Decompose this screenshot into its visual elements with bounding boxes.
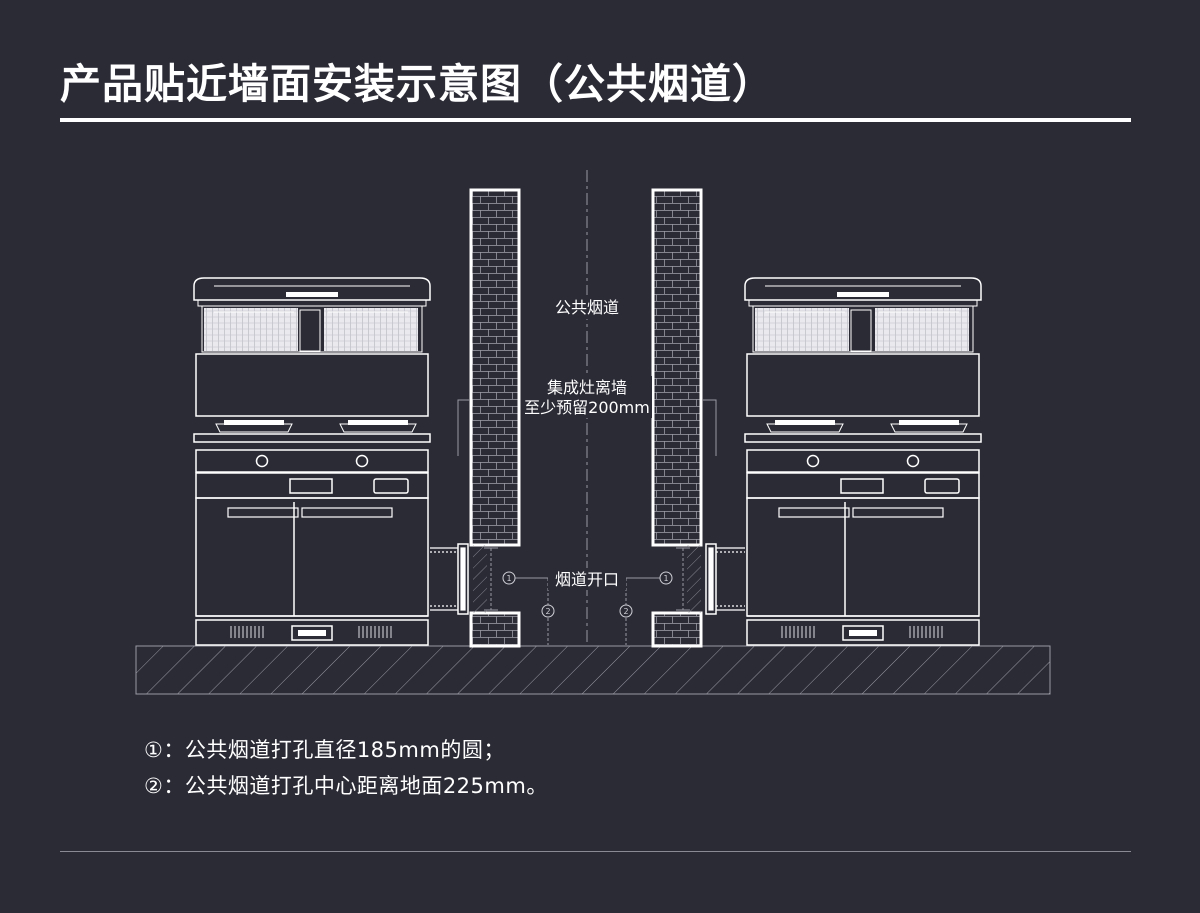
marker-1-left: 1 <box>502 571 516 585</box>
svg-text:1: 1 <box>506 574 511 583</box>
floor <box>135 645 1051 695</box>
left-flue-wall <box>469 188 521 648</box>
flue-label: 公共烟道 <box>555 298 619 317</box>
title-underline <box>60 118 1131 122</box>
clearance-label-line1: 集成灶离墙 <box>547 378 627 397</box>
opening-dimension <box>490 548 684 610</box>
clearance-label-line2: 至少预留200mm <box>524 398 650 417</box>
marker-1-right: 1 <box>659 571 673 585</box>
clearance-dimension <box>457 399 717 456</box>
page-title: 产品贴近墙面安装示意图（公共烟道） <box>60 60 774 108</box>
left-integrated-stove <box>193 277 431 646</box>
note-2: ②：公共烟道打孔中心距离地面225mm。 <box>144 774 548 798</box>
svg-text:2: 2 <box>623 607 628 616</box>
right-flue-wall <box>651 188 703 648</box>
note-1: ①：公共烟道打孔直径185mm的圆； <box>144 738 505 762</box>
opening-label: 烟道开口 <box>555 570 619 589</box>
marker-2-right: 2 <box>619 604 633 618</box>
svg-text:1: 1 <box>663 574 668 583</box>
left-exhaust-duct <box>430 543 469 615</box>
right-exhaust-duct <box>705 543 745 615</box>
marker-2-left: 2 <box>541 604 555 618</box>
notes: ①：公共烟道打孔直径185mm的圆； ②：公共烟道打孔中心距离地面225mm。 <box>144 732 548 804</box>
svg-text:2: 2 <box>545 607 550 616</box>
bottom-divider <box>60 851 1131 852</box>
right-integrated-stove <box>744 277 982 646</box>
